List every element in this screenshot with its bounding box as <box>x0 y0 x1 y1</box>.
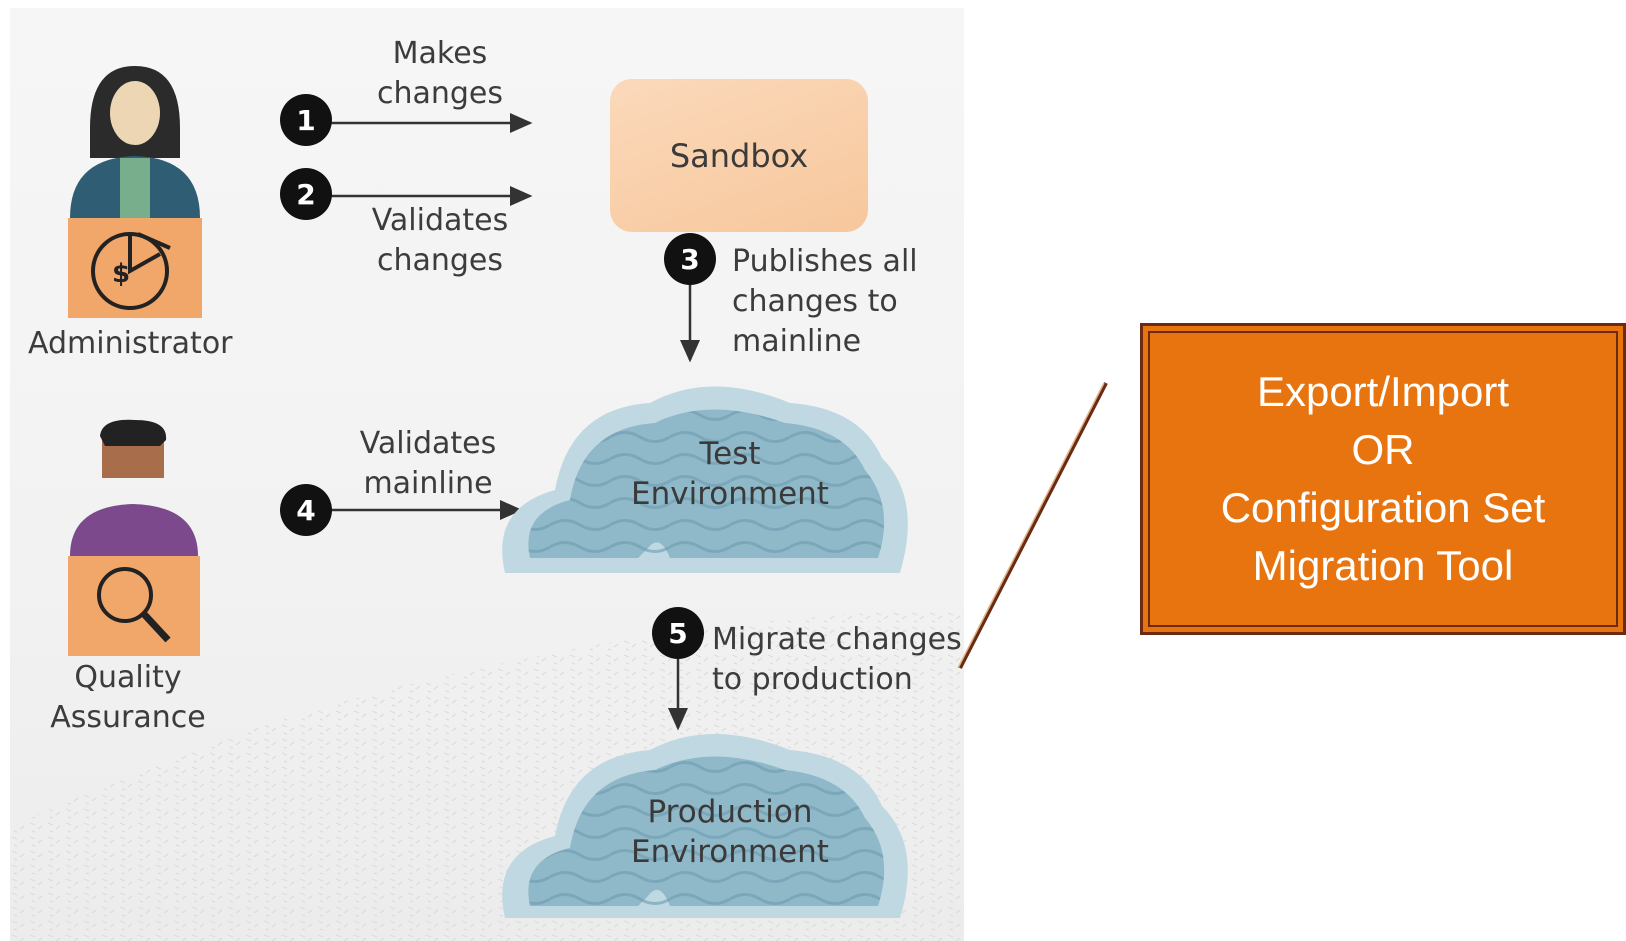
test-environment-label: Test Environment <box>631 436 829 512</box>
administrator-figure: $ <box>68 66 202 318</box>
sandbox-label: Sandbox <box>669 136 809 175</box>
administrator-label: Administrator <box>28 326 233 361</box>
migration-callout-box: Export/Import OR Configuration Set Migra… <box>1140 323 1626 635</box>
step-5-badge: 5 <box>652 607 704 659</box>
callout-line-1: Export/Import <box>1256 368 1510 415</box>
diagram-graphics: $ <box>10 66 964 941</box>
svg-text:$: $ <box>112 259 130 289</box>
callout-connector-line <box>958 382 1108 669</box>
qa-label: Quality Assurance <box>50 660 206 735</box>
qa-figure <box>68 419 200 656</box>
step-4-label: Validates mainline <box>359 426 497 501</box>
production-environment-label: Production Environment <box>631 794 829 870</box>
diagram-panel: $ Administrator Quali <box>10 8 964 941</box>
production-environment-cloud <box>502 734 908 918</box>
step-1-badge: 1 <box>280 94 332 146</box>
callout-line-2: OR <box>1351 426 1415 473</box>
step-2-badge: 2 <box>280 168 332 220</box>
step-3-badge: 3 <box>664 233 716 285</box>
step-5-label: Migrate changes to production <box>712 622 962 697</box>
step-4-badge: 4 <box>280 484 332 536</box>
test-environment-cloud <box>502 386 908 573</box>
step-2-label: Validates changes <box>371 203 509 278</box>
callout-line-3: Configuration Set <box>1220 484 1546 531</box>
sandbox-node: Sandbox <box>610 79 868 232</box>
step-1-label: Makes changes <box>376 36 504 111</box>
callout-line-4: Migration Tool <box>1252 542 1514 589</box>
step-3-label: Publishes all changes to mainline <box>732 244 918 359</box>
